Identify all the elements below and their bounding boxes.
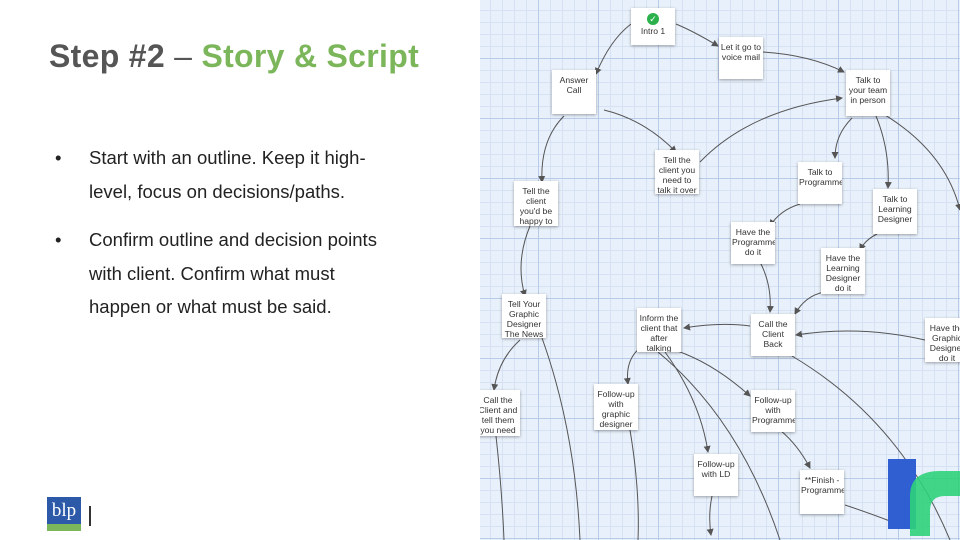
flow-node-callback[interactable]: Call the Client Back — [751, 314, 795, 356]
flow-node-finish[interactable]: **Finish - Programmer — [800, 470, 844, 514]
bullet-item: • Confirm outline and decision points wi… — [55, 223, 400, 324]
flow-node-fugraphic[interactable]: Follow-up with graphic designer — [594, 384, 638, 430]
flow-node-ldesigner[interactable]: Talk to Learning Designer — [873, 189, 917, 234]
bullet-list: • Start with an outline. Keep it high-le… — [55, 141, 400, 339]
logo-underline — [47, 524, 81, 531]
edge-fuld-down — [706, 495, 714, 536]
flow-node-voicemail[interactable]: Let it go to voice mail — [719, 37, 763, 79]
title-accent: Story & Script — [201, 38, 420, 74]
edge-graphicnews-down — [541, 337, 581, 540]
edge-havegraphic-callback — [795, 330, 926, 341]
edge-haveld-callback — [794, 291, 825, 315]
edge-tellclient-team — [699, 95, 843, 163]
edge-team-ldesigner — [875, 115, 892, 189]
edge-haveprog-callback — [759, 261, 774, 313]
edge-happy-graphicnews — [519, 225, 531, 297]
flow-node-fuld[interactable]: Follow-up with LD — [694, 454, 738, 496]
edge-intro-voicemail — [675, 23, 719, 47]
edge-intro-answer — [595, 23, 632, 75]
flow-node-calltell[interactable]: Call the Client and tell them you need a — [480, 390, 520, 436]
slide-title: Step #2 – Story & Script — [49, 38, 419, 75]
edge-inform-fuld — [664, 351, 711, 453]
brand-green-shape — [910, 471, 960, 536]
edge-team-programmer — [831, 117, 853, 159]
edge-graphicnews-calltell — [491, 339, 521, 391]
bullet-item: • Start with an outline. Keep it high-le… — [55, 141, 400, 208]
flow-node-haveprog[interactable]: Have the Programmer do it — [731, 222, 775, 264]
edge-fuprog-finish — [779, 429, 811, 469]
bullet-marker: • — [55, 147, 62, 168]
bullet-text: Confirm outline and decision points with… — [89, 229, 377, 317]
edge-answer-tellclient — [603, 109, 677, 153]
flow-node-tellclient[interactable]: Tell the client you need to talk it over… — [655, 150, 699, 194]
edge-callback-down — [791, 355, 951, 540]
edge-callback-inform — [683, 323, 751, 331]
title-separator: – — [174, 38, 193, 74]
flowchart-screenshot: ✓ Intro 1 Let it go to voice mail Answer… — [480, 0, 960, 540]
logo-divider — [89, 506, 91, 526]
edge-voicemail-team — [762, 51, 845, 73]
text-panel: Step #2 – Story & Script • Start with an… — [47, 38, 419, 531]
flow-node-inform[interactable]: Inform the client that after talking wit… — [637, 308, 681, 352]
check-icon: ✓ — [647, 13, 659, 25]
flow-node-happy[interactable]: Tell the client you'd be happy to help a… — [514, 181, 558, 226]
edge-calltell-down — [495, 435, 505, 540]
flow-node-haveld[interactable]: Have the Learning Designer do it — [821, 248, 865, 294]
flow-node-havegraphic[interactable]: Have the Graphic Designer do it — [925, 318, 960, 362]
title-main: Step #2 — [49, 38, 165, 74]
flow-node-answer[interactable]: Answer Call — [552, 70, 596, 114]
flowchart-connectors — [491, 23, 960, 540]
flow-node-intro[interactable]: ✓ Intro 1 — [631, 8, 675, 45]
company-logo: blp — [47, 497, 81, 531]
edge-answer-happy — [538, 115, 565, 183]
flow-node-team[interactable]: Talk to your team in person — [846, 70, 890, 116]
bullet-text: Start with an outline. Keep it high-leve… — [89, 147, 366, 202]
bullet-marker: • — [55, 229, 62, 250]
edge-fugraphic-down — [629, 429, 639, 540]
edge-team-right — [879, 111, 960, 211]
edge-inform-down — [657, 351, 781, 540]
flow-node-fuprog[interactable]: Follow-up with Programmer — [751, 390, 795, 432]
logo-mark: blp — [47, 497, 81, 524]
flow-node-programmer[interactable]: Talk to Programmer — [798, 162, 842, 204]
flow-node-graphicnews[interactable]: Tell Your Graphic Designer The News — [502, 294, 546, 338]
edge-inform-fugraphic — [623, 347, 641, 385]
